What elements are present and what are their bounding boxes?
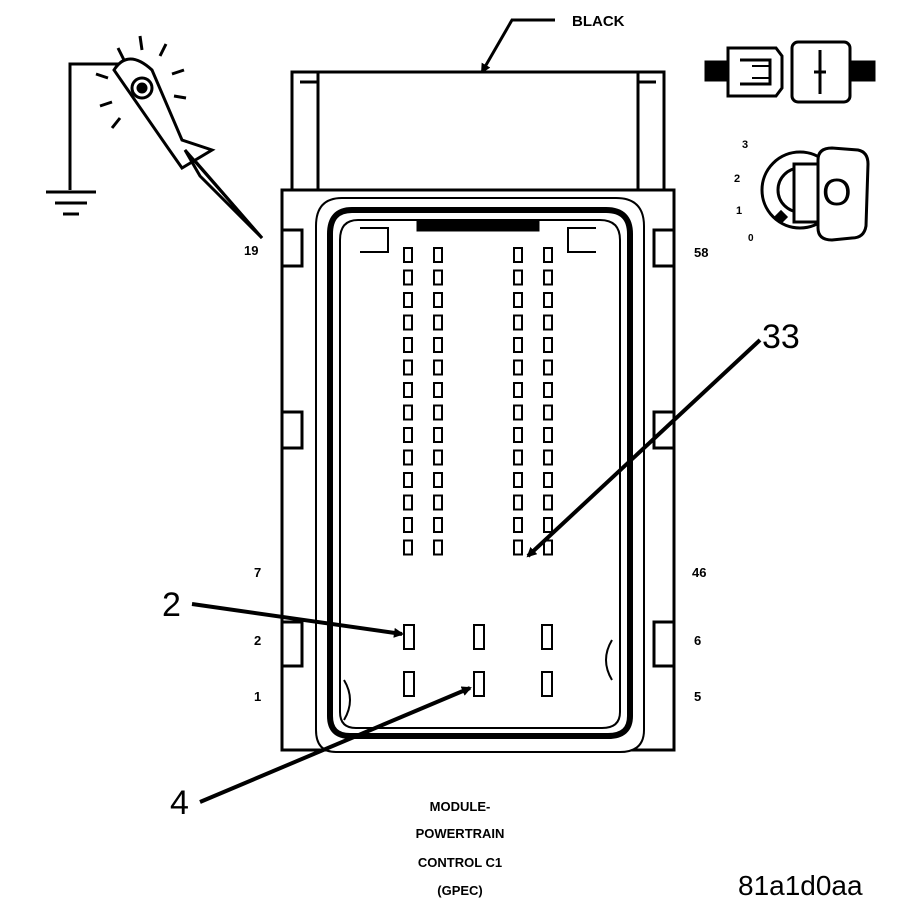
pin-cavity — [433, 314, 443, 331]
pin-label-46: 46 — [692, 565, 707, 580]
pin-cavity — [403, 427, 413, 443]
wire-color-label: BLACK — [572, 13, 625, 30]
connector-title-line-4: (GPEC) — [437, 883, 483, 898]
pin-cavity — [513, 427, 523, 443]
connector-housing — [280, 70, 676, 753]
pin-cavity — [433, 382, 443, 398]
connector-title-line-3: CONTROL C1 — [417, 855, 503, 870]
wire-callout — [480, 18, 555, 74]
pin-cavity — [433, 427, 443, 443]
key-glyph: O — [822, 172, 852, 214]
pin-cavity — [403, 472, 413, 488]
pin-cavity — [403, 359, 413, 376]
pin-cavity — [433, 359, 443, 376]
callout-label-2: 2 — [162, 586, 181, 624]
ignition-position-1: 1 — [736, 205, 743, 217]
pin-cavity — [513, 359, 523, 376]
pin-label-2: 2 — [254, 633, 262, 648]
pin-cavity — [403, 404, 413, 421]
pin-cavity — [403, 314, 413, 331]
ignition-key-icon — [760, 146, 870, 242]
pin-label-58: 58 — [694, 245, 709, 260]
pin-cavity — [433, 404, 443, 421]
pin-cavity — [513, 449, 523, 466]
pin-cavity — [513, 517, 523, 533]
pin-cavity — [543, 494, 553, 511]
pin-cavity — [543, 427, 553, 443]
pin-label-6: 6 — [694, 633, 702, 648]
callout-label-33: 33 — [762, 318, 800, 356]
ignition-position-3: 3 — [742, 139, 749, 151]
callout-label-4: 4 — [170, 784, 189, 822]
pin-cavity — [433, 449, 443, 466]
pin-cavity — [543, 382, 553, 398]
pin-cavity — [433, 269, 443, 286]
callout-arrow-2 — [191, 602, 404, 638]
connector-halves-icon — [704, 40, 876, 104]
pin-label-5: 5 — [694, 689, 702, 704]
pin-cavity — [433, 494, 443, 511]
pin-cavity — [543, 472, 553, 488]
pin-cavity — [513, 292, 523, 308]
pin-cavity — [543, 404, 553, 421]
pin-cavity — [433, 292, 443, 308]
callout-arrows — [191, 338, 762, 804]
pin-label-7: 7 — [254, 565, 262, 580]
pin-cavity — [543, 539, 553, 556]
pin-cavity — [513, 539, 523, 556]
pin-cavities — [403, 247, 553, 556]
pin-cavity — [403, 292, 413, 308]
pin-cavity — [403, 449, 413, 466]
pin-cavity — [543, 292, 553, 308]
pin-cavity — [513, 472, 523, 488]
pin-cavity — [513, 337, 523, 353]
ignition-position-0: 0 — [748, 233, 754, 244]
pin-cavity — [543, 269, 553, 286]
pin-cavity — [403, 247, 413, 263]
pin-label-19: 19 — [244, 243, 259, 258]
pin-cavity — [543, 337, 553, 353]
pin-cavity — [543, 247, 553, 263]
pin-cavity — [513, 494, 523, 511]
pin-cavity — [433, 472, 443, 488]
pin-cavity — [513, 314, 523, 331]
pin-cavity — [513, 247, 523, 263]
pin-cavity — [403, 517, 413, 533]
callout-arrow-33 — [526, 338, 762, 558]
pin-cavity — [433, 517, 443, 533]
ground-symbol-icon — [46, 62, 120, 216]
pin-cavity — [403, 539, 413, 556]
callout-arrow-4 — [199, 686, 472, 804]
connector-title-line-1: MODULE- — [429, 799, 491, 814]
large-pin-cavities — [403, 624, 553, 697]
figure-id: 81a1d0aa — [738, 870, 863, 901]
pin-cavity — [543, 517, 553, 533]
pin-cavity — [513, 382, 523, 398]
pin-cavity — [403, 337, 413, 353]
pin-cavity — [403, 382, 413, 398]
pin-cavity — [433, 247, 443, 263]
pin-cavity — [433, 539, 443, 556]
test-probe-icon — [95, 35, 264, 240]
connector-title-line-2: POWERTRAIN — [415, 826, 505, 841]
pin-cavity — [403, 269, 413, 286]
pin-cavity — [513, 404, 523, 421]
ignition-position-2: 2 — [734, 173, 741, 185]
pin-cavity — [543, 314, 553, 331]
pin-cavity — [543, 449, 553, 466]
pin-label-1: 1 — [254, 689, 262, 704]
pin-cavity — [513, 269, 523, 286]
pin-cavity — [433, 337, 443, 353]
pin-cavity — [403, 494, 413, 511]
pin-cavity — [543, 359, 553, 376]
